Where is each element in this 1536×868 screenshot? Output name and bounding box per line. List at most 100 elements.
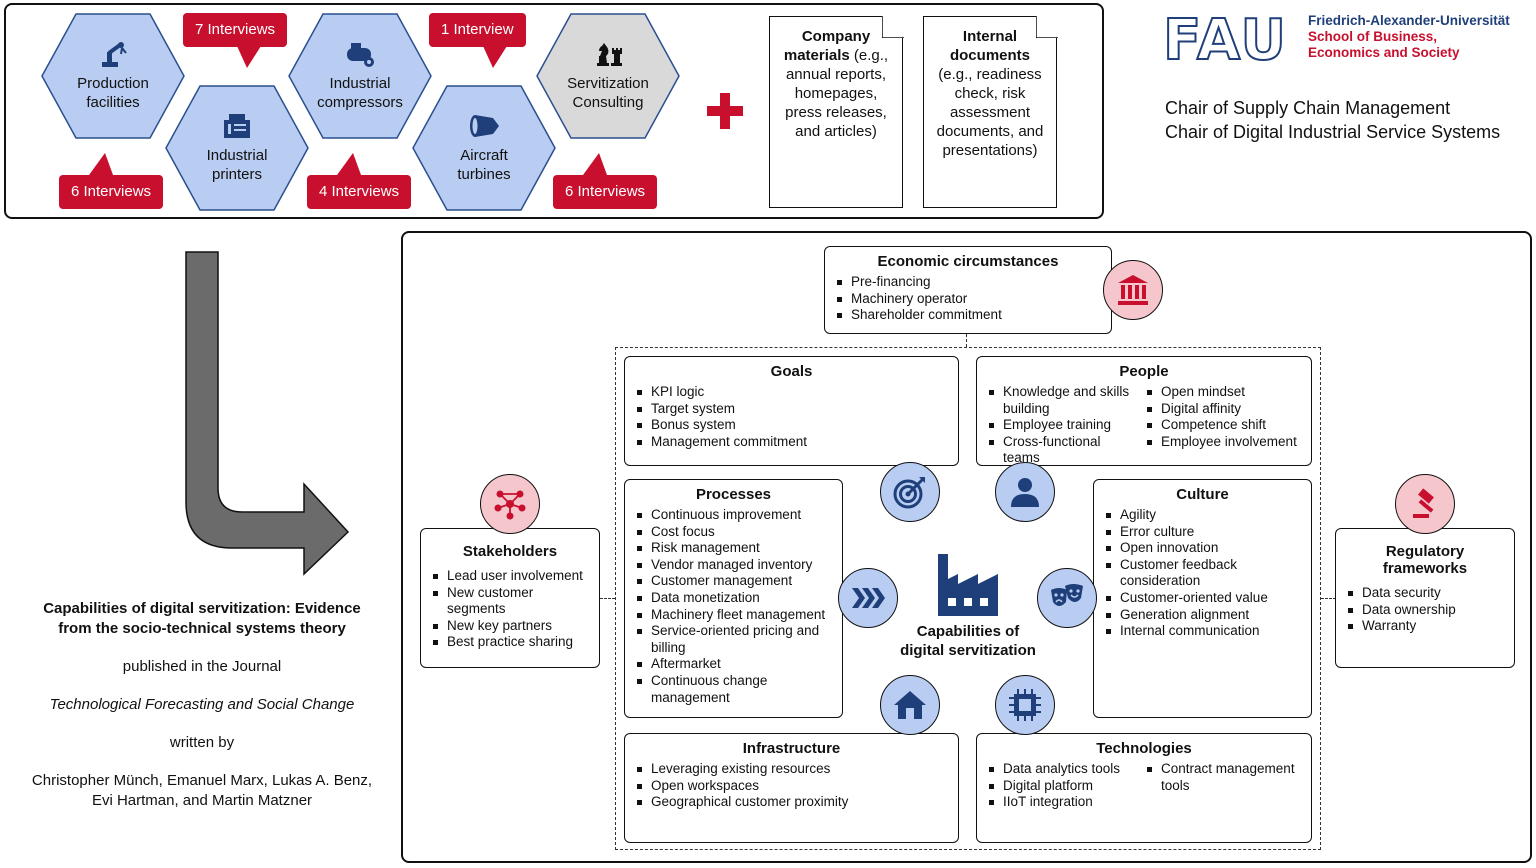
gavel-icon: [1413, 488, 1434, 518]
box-title: Infrastructure: [742, 740, 841, 757]
list-item: Open workspaces: [635, 778, 948, 795]
network-icon-circle: [480, 474, 540, 534]
list-item: Data security: [1346, 585, 1504, 602]
chevrons-icon: [852, 588, 885, 608]
person-icon-circle: [995, 462, 1055, 522]
bank-icon: [1118, 275, 1148, 305]
list-item: Warranty: [1346, 618, 1504, 635]
list-item: Geographical customer proximity: [635, 794, 948, 811]
economic-circumstances-box: Economic circumstances Pre-financing Mac…: [824, 246, 1112, 334]
list-item: Best practice sharing: [431, 634, 589, 651]
publication-published: published in the Journal: [122, 658, 282, 675]
list-item: Knowledge and skills building: [987, 384, 1139, 417]
house-icon: [894, 691, 926, 719]
list-item: Competence shift: [1145, 417, 1301, 434]
chevrons-icon-circle: [838, 568, 898, 628]
list-item: Target system: [635, 401, 948, 418]
list-item: Data analytics tools: [987, 761, 1139, 778]
list-item: Error culture: [1104, 524, 1301, 541]
house-icon-circle: [880, 675, 940, 735]
interview-count: 4 Interviews: [319, 183, 400, 200]
list-item: Continuous change management: [635, 673, 832, 706]
interview-count: 6 Interviews: [565, 183, 646, 200]
chair-supply-chain: Chair of Supply Chain Management: [1165, 98, 1451, 118]
list-item: Internal communication: [1104, 623, 1301, 640]
publication-title: Capabilities of digital servitization: E…: [43, 600, 361, 637]
internal-documents-document: Internal documents(e.g., readiness check…: [923, 15, 1058, 208]
people-box: People Knowledge and skills building Emp…: [976, 356, 1312, 466]
list-item: Open innovation: [1104, 540, 1301, 557]
list-item: Data monetization: [635, 590, 832, 607]
technologies-box: Technologies Data analytics tools Digita…: [976, 733, 1312, 843]
list-item: Leveraging existing resources: [635, 761, 948, 778]
list-item: Bonus system: [635, 417, 948, 434]
chip-icon-circle: [995, 675, 1055, 735]
inner-dashed-boundary: [615, 347, 1321, 850]
hex-label: Aircraft turbines: [457, 147, 511, 183]
list-item: Agility: [1104, 507, 1301, 524]
interview-bubble: 7 Interviews: [183, 13, 288, 68]
list-item: Aftermarket: [635, 656, 832, 673]
list-item: IIoT integration: [987, 794, 1139, 811]
interview-bubble: 6 Interviews: [59, 153, 164, 209]
list-item: Customer management: [635, 573, 832, 590]
list-item: Generation alignment: [1104, 607, 1301, 624]
robot-arm-icon: [102, 42, 127, 67]
regulatory-frameworks-box: Regulatory frameworks Data security Data…: [1335, 528, 1515, 668]
fau-mark: FAU: [1162, 7, 1288, 74]
network-icon: [494, 490, 526, 520]
company-materials-document: Company materials (e.g., annual reports,…: [769, 15, 904, 208]
list-item: Customer feedback consideration: [1104, 557, 1301, 590]
list-item: Cost focus: [635, 524, 832, 541]
box-title: People: [1119, 363, 1169, 380]
box-title: Goals: [770, 363, 813, 380]
printer-icon: [224, 114, 250, 138]
flow-arrow-icon: [185, 251, 350, 576]
doc-title: Internal documents: [949, 28, 1030, 64]
logo-line-1: Friedrich-Alexander-Universität: [1308, 13, 1510, 28]
bank-icon-circle: [1103, 260, 1163, 320]
theater-masks-icon: [1051, 584, 1083, 606]
interview-bubble: 6 Interviews: [553, 153, 658, 209]
list-item: New key partners: [431, 618, 589, 635]
interview-count: 7 Interviews: [195, 21, 276, 38]
list-item: Pre-financing: [835, 274, 1101, 291]
list-item: New customer segments: [431, 585, 589, 618]
list-item: Customer-oriented value: [1104, 590, 1301, 607]
publication-journal: Technological Forecasting and Social Cha…: [49, 696, 355, 713]
framework-frame: [401, 231, 1532, 863]
box-title: Economic circumstances: [877, 253, 1059, 270]
connector-stakeholders: [600, 598, 615, 599]
theater-masks-icon-circle: [1037, 568, 1097, 628]
publication-authors: Christopher Münch, Emanuel Marx, Lukas A…: [31, 772, 373, 809]
logo-line-2: School of Business,: [1308, 29, 1438, 44]
chess-icon: [597, 43, 622, 66]
list-item: Open mindset: [1145, 384, 1301, 401]
box-title: Processes: [695, 486, 772, 503]
list-item: Risk management: [635, 540, 832, 557]
processes-box: Processes Continuous improvement Cost fo…: [624, 479, 843, 718]
hex-production-facilities: Production facilities: [40, 12, 186, 140]
hex-industrial-printers: Industrial printers: [164, 84, 310, 212]
list-item: Machinery fleet management: [635, 607, 832, 624]
box-title: Culture: [1176, 486, 1229, 503]
list-item: Cross-functional teams: [987, 434, 1139, 467]
hex-label: Production facilities: [77, 75, 149, 111]
fau-logo: FAU Friedrich-Alexander-Universität Scho…: [1162, 7, 1523, 74]
list-item: Vendor managed inventory: [635, 557, 832, 574]
hex-industrial-compressors: Industrial compressors: [287, 12, 433, 140]
doc-text: (e.g., annual reports, homepages, press …: [785, 47, 889, 140]
compressor-icon: [347, 43, 374, 67]
center-label: Capabilities of digital servitization: [900, 623, 1036, 659]
doc-text: (e.g., readiness check, risk assessment …: [936, 66, 1044, 159]
logo-line-3: Economics and Society: [1308, 45, 1460, 60]
list-item: KPI logic: [635, 384, 948, 401]
interview-count: 6 Interviews: [71, 183, 152, 200]
page-fold-icon: [881, 15, 904, 38]
list-item: Lead user involvement: [431, 568, 589, 585]
culture-box: Culture Agility Error culture Open innov…: [1093, 479, 1312, 718]
box-title: Technologies: [1096, 740, 1192, 757]
infrastructure-box: Infrastructure Leveraging existing resou…: [624, 733, 959, 843]
factory-icon: [938, 554, 998, 616]
goals-box: Goals KPI logic Target system Bonus syst…: [624, 356, 959, 466]
